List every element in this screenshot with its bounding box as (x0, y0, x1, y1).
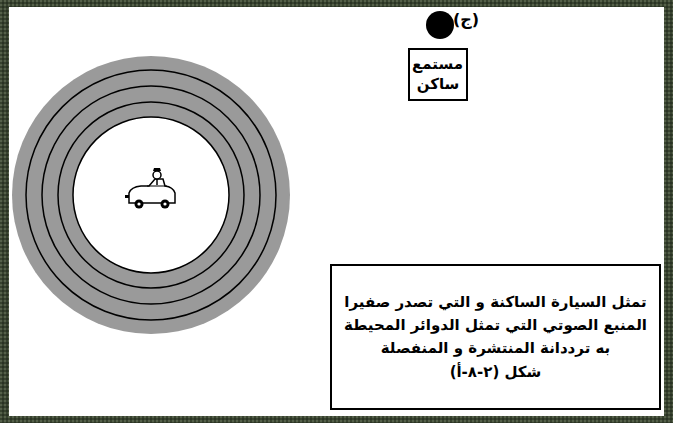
panel-letter: (ج) (453, 10, 479, 29)
ground (9, 7, 664, 416)
listener-box: مستمع ساكن (408, 48, 468, 101)
figure-number: شكل (٢-٨-أ) (340, 361, 651, 384)
node-text: تمثل السيارة الساكنة و التي تصدر صفيرا ا… (340, 291, 651, 361)
listener-dot (426, 11, 454, 39)
car (125, 168, 175, 209)
sound-waves (12, 56, 290, 334)
caption-box: تمثل السيارة الساكنة و التي تصدر صفيرا ا… (330, 264, 661, 410)
node-text: مستمع ساكن (413, 55, 463, 94)
